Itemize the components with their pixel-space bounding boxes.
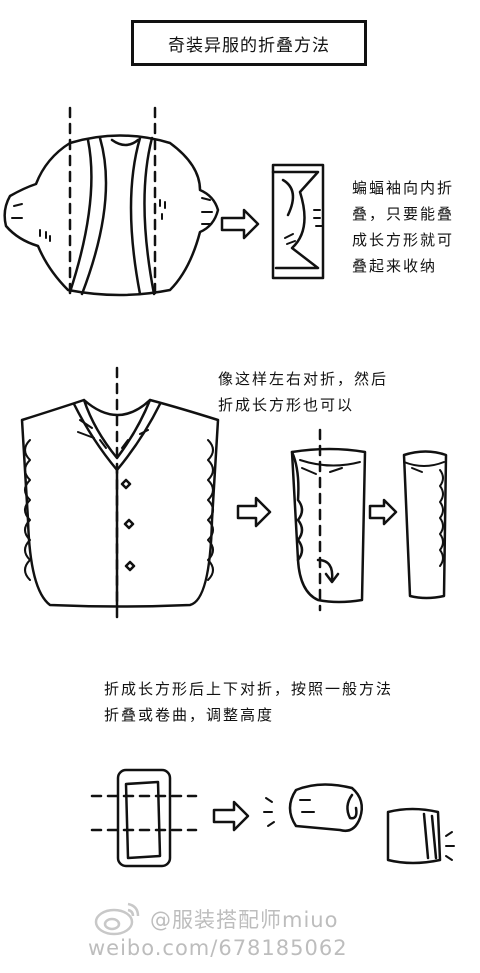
note-batwing: 蝙蝠袖向内折 叠，只要能叠 成长方形就可 叠起来收纳 bbox=[352, 175, 454, 279]
note-batwing-line: 叠，只要能叠 bbox=[352, 205, 455, 223]
page-title: 奇装异服的折叠方法 bbox=[131, 20, 367, 66]
arrow-right-icon bbox=[212, 800, 250, 832]
narrow-rectangle-icon bbox=[402, 450, 448, 600]
weibo-logo-icon bbox=[94, 902, 140, 936]
note-vest-line: 像这样左右对折，然后 bbox=[218, 370, 389, 388]
watermark-handle: @服装搭配师miuo bbox=[150, 908, 339, 932]
arrow-right-icon bbox=[220, 208, 260, 240]
vest-icon bbox=[20, 366, 220, 620]
standing-roll-icon bbox=[386, 807, 455, 865]
arrow-right-icon bbox=[368, 498, 398, 526]
note-batwing-line: 成长方形就可 bbox=[352, 231, 455, 249]
note-vest-line: 折成长方形也可以 bbox=[218, 396, 355, 414]
note-rectangle: 折成长方形后上下对折，按照一般方法 折叠或卷曲，调整高度 bbox=[104, 676, 393, 728]
batwing-top-icon bbox=[3, 106, 220, 302]
note-vest: 像这样左右对折，然后 折成长方形也可以 bbox=[218, 366, 388, 418]
arrow-right-icon bbox=[236, 496, 272, 528]
note-batwing-line: 蝙蝠袖向内折 bbox=[352, 179, 455, 197]
rolled-garment-icon bbox=[263, 783, 363, 832]
folded-block-icon bbox=[90, 768, 198, 868]
watermark-url: weibo.com/678185062 bbox=[88, 936, 348, 960]
note-rectangle-line: 折成长方形后上下对折，按照一般方法 bbox=[104, 680, 394, 698]
note-batwing-line: 叠起来收纳 bbox=[352, 257, 438, 275]
folded-rectangle-icon bbox=[271, 163, 325, 280]
folded-vest-icon bbox=[290, 428, 367, 612]
note-rectangle-line: 折叠或卷曲，调整高度 bbox=[104, 706, 275, 724]
